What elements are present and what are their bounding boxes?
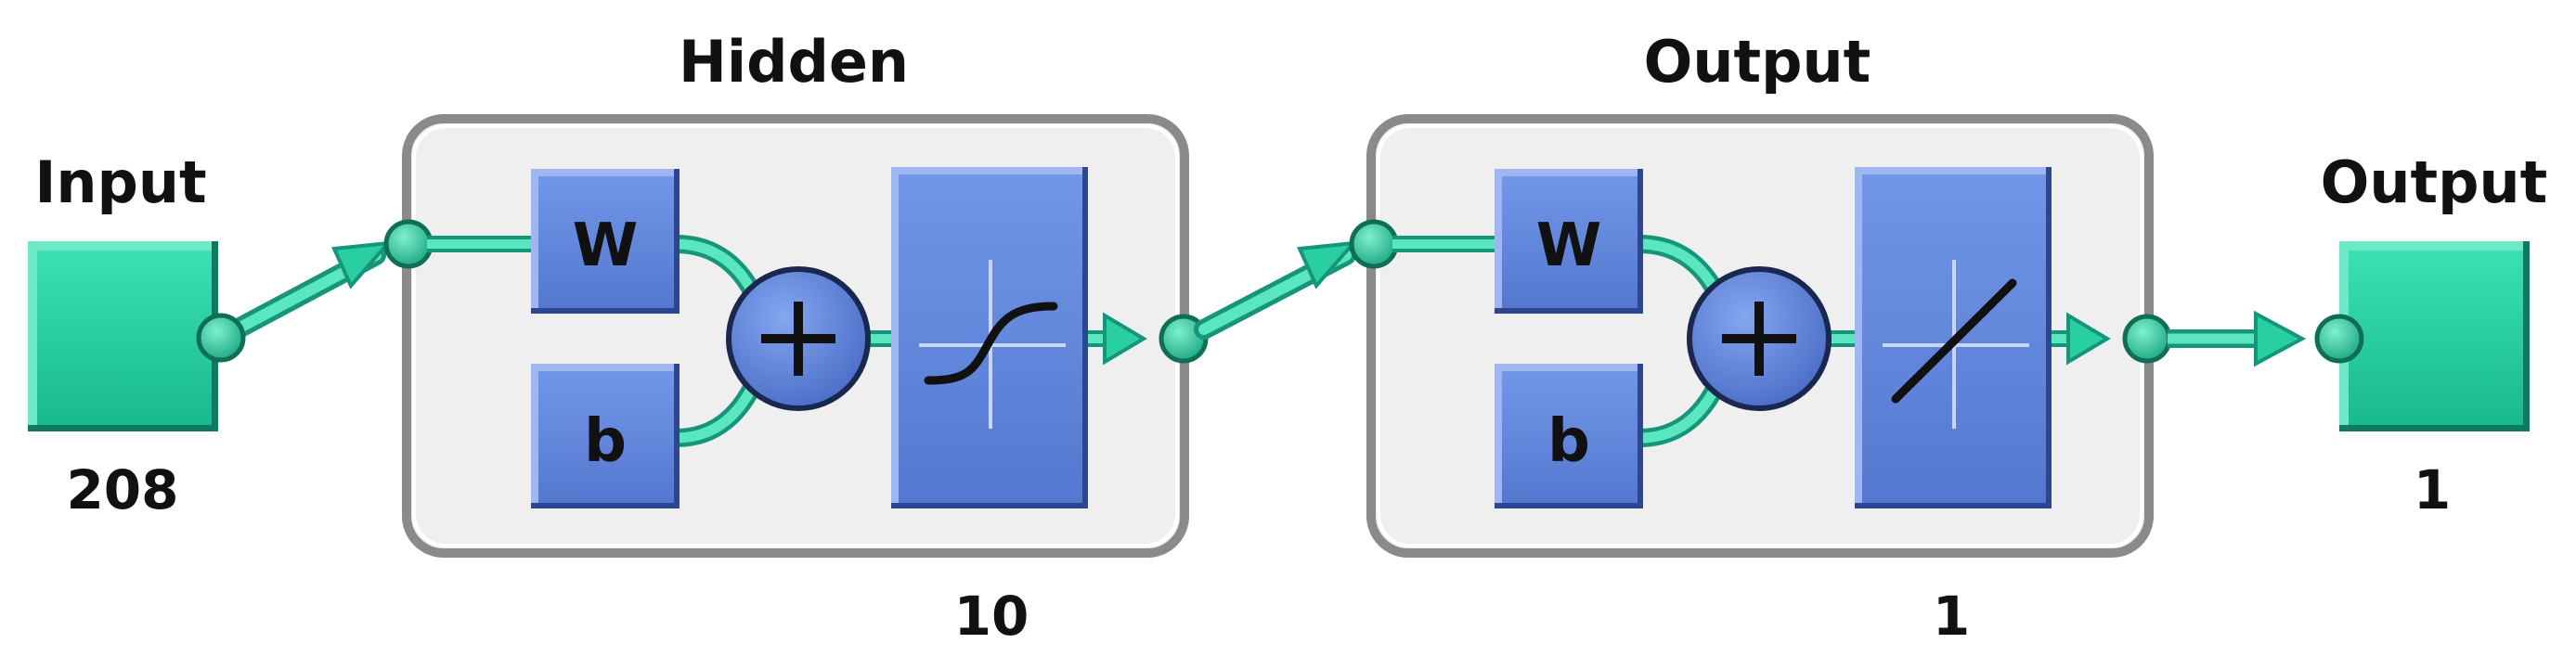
input-node: [196, 313, 246, 363]
output-layer-bias-block: b: [1495, 364, 1643, 508]
output-layer-title: Output: [1644, 28, 1871, 96]
output-block: [2339, 241, 2530, 431]
input-title: Input: [34, 148, 206, 216]
output-size: 1: [2414, 458, 2451, 521]
hidden-weight-label: W: [573, 212, 639, 280]
output-layer-weight-block: W: [1495, 169, 1643, 314]
input-size: 208: [66, 458, 178, 521]
hidden-input-node: [383, 219, 434, 269]
hidden-bias-block: b: [531, 364, 680, 508]
output-layer-transfer-block: [1855, 167, 2052, 508]
plus-icon: [761, 302, 835, 376]
arrow-icon: [1297, 240, 1358, 289]
hidden-sum-node: [726, 266, 871, 411]
input-connection: [211, 240, 393, 348]
hidden-bias-label: b: [584, 407, 627, 476]
output-layer-output-node: [2122, 314, 2172, 364]
output-layer-weight-label: W: [1536, 212, 1602, 280]
arrow-icon: [2254, 310, 2307, 367]
purelin-icon: [1891, 278, 2017, 404]
output-input-node: [2314, 314, 2364, 364]
arrow-icon: [2066, 312, 2111, 366]
hidden-size: 10: [954, 585, 1029, 648]
output-layer-size: 1: [1933, 585, 1970, 648]
arrow-icon: [331, 240, 393, 289]
final-output-connection: [2168, 310, 2307, 367]
output-layer-input-node: [1349, 219, 1399, 269]
output-title: Output: [2321, 148, 2548, 216]
plus-icon: [1722, 302, 1796, 376]
tansig-icon: [924, 302, 1058, 385]
output-layer-sum-node: [1687, 266, 1832, 411]
arrow-icon: [1103, 312, 1147, 366]
hidden-weight-block: W: [531, 169, 680, 314]
hidden-transfer-block: [891, 167, 1088, 508]
output-layer-bias-label: b: [1547, 407, 1590, 476]
input-block: [28, 241, 218, 431]
hidden-title: Hidden: [679, 28, 909, 96]
hidden-output-connection: [1194, 240, 1358, 340]
